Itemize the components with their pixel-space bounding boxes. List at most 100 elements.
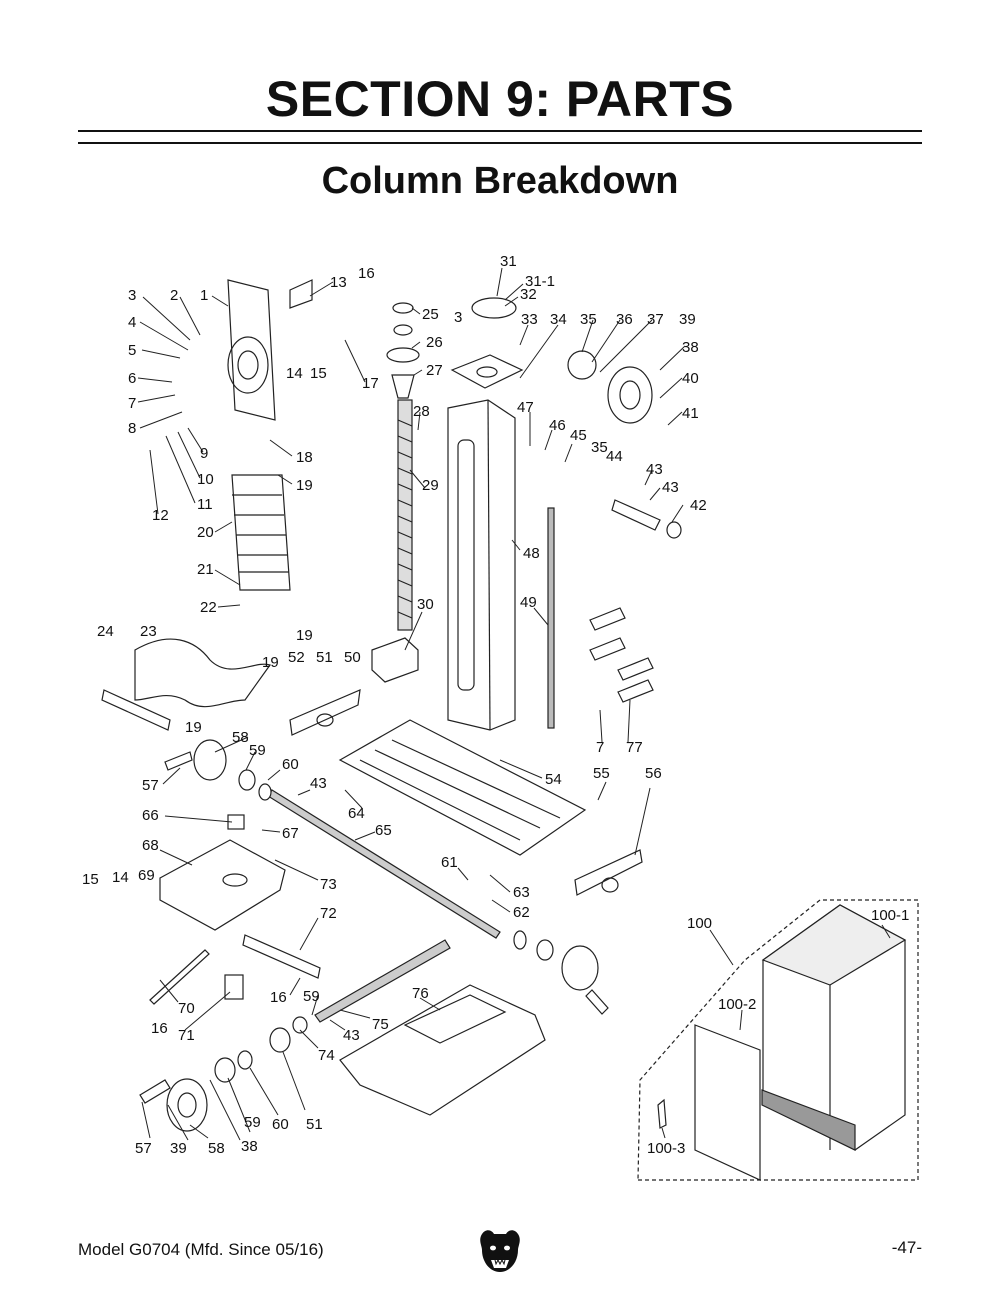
- callout-label: 43: [343, 1027, 360, 1044]
- callout-label: 23: [140, 623, 157, 640]
- callout-label: 16: [151, 1020, 168, 1037]
- callout-label: 59: [249, 742, 266, 759]
- callout-label: 19: [185, 719, 202, 736]
- callout-label: 71: [178, 1027, 195, 1044]
- callout-labels: 1 2 3 4 5 6 7 8 9 10 11 12 13 14 15 16 1…: [97, 253, 909, 1157]
- callout-label: 28: [413, 403, 430, 420]
- callout-label: 73: [320, 876, 337, 893]
- callout-label: 47: [517, 399, 534, 416]
- callout-label: 60: [272, 1116, 289, 1133]
- callout-label: 14: [112, 869, 129, 886]
- callout-label: 68: [142, 837, 159, 854]
- callout-label: 62: [513, 904, 530, 921]
- callout-label: 19: [296, 477, 313, 494]
- callout-label: 15: [310, 365, 327, 382]
- callout-label: 61: [441, 854, 458, 871]
- callout-label: 38: [241, 1138, 258, 1155]
- callout-label: 60: [282, 756, 299, 773]
- callout-label: 76: [412, 985, 429, 1002]
- callout-label: 18: [296, 449, 313, 466]
- callout-label: 13: [330, 274, 347, 291]
- callout-label: 100-2: [718, 996, 756, 1013]
- callout-label: 35: [580, 311, 597, 328]
- callout-label: 58: [208, 1140, 225, 1157]
- callout-label: 7: [128, 395, 136, 412]
- callout-label: 30: [417, 596, 434, 613]
- callout-label: 15: [82, 871, 99, 888]
- callout-label: 31: [500, 253, 517, 270]
- callout-label: 59: [303, 988, 320, 1005]
- callout-label: 49: [520, 594, 537, 611]
- callout-label: 59: [244, 1114, 261, 1131]
- callout-label: 43: [662, 479, 679, 496]
- callout-label: 19: [262, 654, 279, 671]
- callout-label: 1: [200, 287, 208, 304]
- callout-label: 14: [286, 365, 303, 382]
- callout-label: 33: [521, 311, 538, 328]
- callout-label: 43: [310, 775, 327, 792]
- footer-model: Model G0704 (Mfd. Since 05/16): [78, 1240, 324, 1259]
- callout-label: 51: [316, 649, 333, 666]
- callout-label: 9: [200, 445, 208, 462]
- callout-label: 55: [593, 765, 610, 782]
- callout-label: 74: [318, 1047, 335, 1064]
- callout-label: 52: [288, 649, 305, 666]
- callout-label: 2: [170, 287, 178, 304]
- callout-label: 46: [549, 417, 566, 434]
- part-drawings: [101, 279, 919, 1181]
- callout-label: 29: [422, 477, 439, 494]
- callout-label: 57: [142, 777, 159, 794]
- callout-label: 22: [200, 599, 217, 616]
- column-breakdown-diagram: 1 2 3 4 5 6 7 8 9 10 11 12 13 14 15 16 1…: [82, 253, 919, 1181]
- callout-label: 70: [178, 1000, 195, 1017]
- callout-label: 27: [426, 362, 443, 379]
- callout-label: 56: [645, 765, 662, 782]
- callout-label: 3: [454, 309, 462, 326]
- callout-label: 69: [138, 867, 155, 884]
- callout-label: 63: [513, 884, 530, 901]
- grizzly-bear-logo-icon: [480, 1230, 520, 1272]
- callout-label: 8: [128, 420, 136, 437]
- callout-label: 4: [128, 314, 136, 331]
- callout-label: 3: [128, 287, 136, 304]
- callout-label: 100-1: [871, 907, 909, 924]
- callout-label: 21: [197, 561, 214, 578]
- callout-label: 7: [596, 739, 604, 756]
- callout-label: 32: [520, 286, 537, 303]
- extra-callout-labels: 3 35 43 19 19 19 7 43 14 15 16 59 16 43 …: [82, 309, 663, 1157]
- callout-label: 26: [426, 334, 443, 351]
- callout-label: 38: [682, 339, 699, 356]
- callout-label: 20: [197, 524, 214, 541]
- callout-label: 44: [606, 448, 623, 465]
- callout-label: 66: [142, 807, 159, 824]
- callout-label: 58: [232, 729, 249, 746]
- callout-label: 75: [372, 1016, 389, 1033]
- callout-label: 10: [197, 471, 214, 488]
- title-rule-top: [78, 130, 922, 132]
- callout-label: 41: [682, 405, 699, 422]
- callout-label: 65: [375, 822, 392, 839]
- callout-label: 57: [135, 1140, 152, 1157]
- callout-label: 51: [306, 1116, 323, 1133]
- callout-label: 100-3: [647, 1140, 685, 1157]
- callout-label: 34: [550, 311, 567, 328]
- callout-label: 24: [97, 623, 114, 640]
- section-subtitle: Column Breakdown: [321, 160, 679, 202]
- callout-label: 16: [358, 265, 375, 282]
- callout-label: 11: [197, 496, 213, 513]
- callout-label: 100: [687, 915, 712, 932]
- callout-label: 72: [320, 905, 337, 922]
- callout-label: 42: [690, 497, 707, 514]
- callout-label: 43: [646, 461, 663, 478]
- callout-label: 67: [282, 825, 299, 842]
- callout-label: 19: [296, 627, 313, 644]
- callout-label: 40: [682, 370, 699, 387]
- callout-label: 48: [523, 545, 540, 562]
- callout-label: 64: [348, 805, 365, 822]
- callout-label: 17: [362, 375, 379, 392]
- callout-label: 16: [270, 989, 287, 1006]
- callout-label: 6: [128, 370, 136, 387]
- section-title: SECTION 9: PARTS: [265, 71, 735, 127]
- callout-label: 5: [128, 342, 136, 359]
- title-rule-bottom: [78, 142, 922, 144]
